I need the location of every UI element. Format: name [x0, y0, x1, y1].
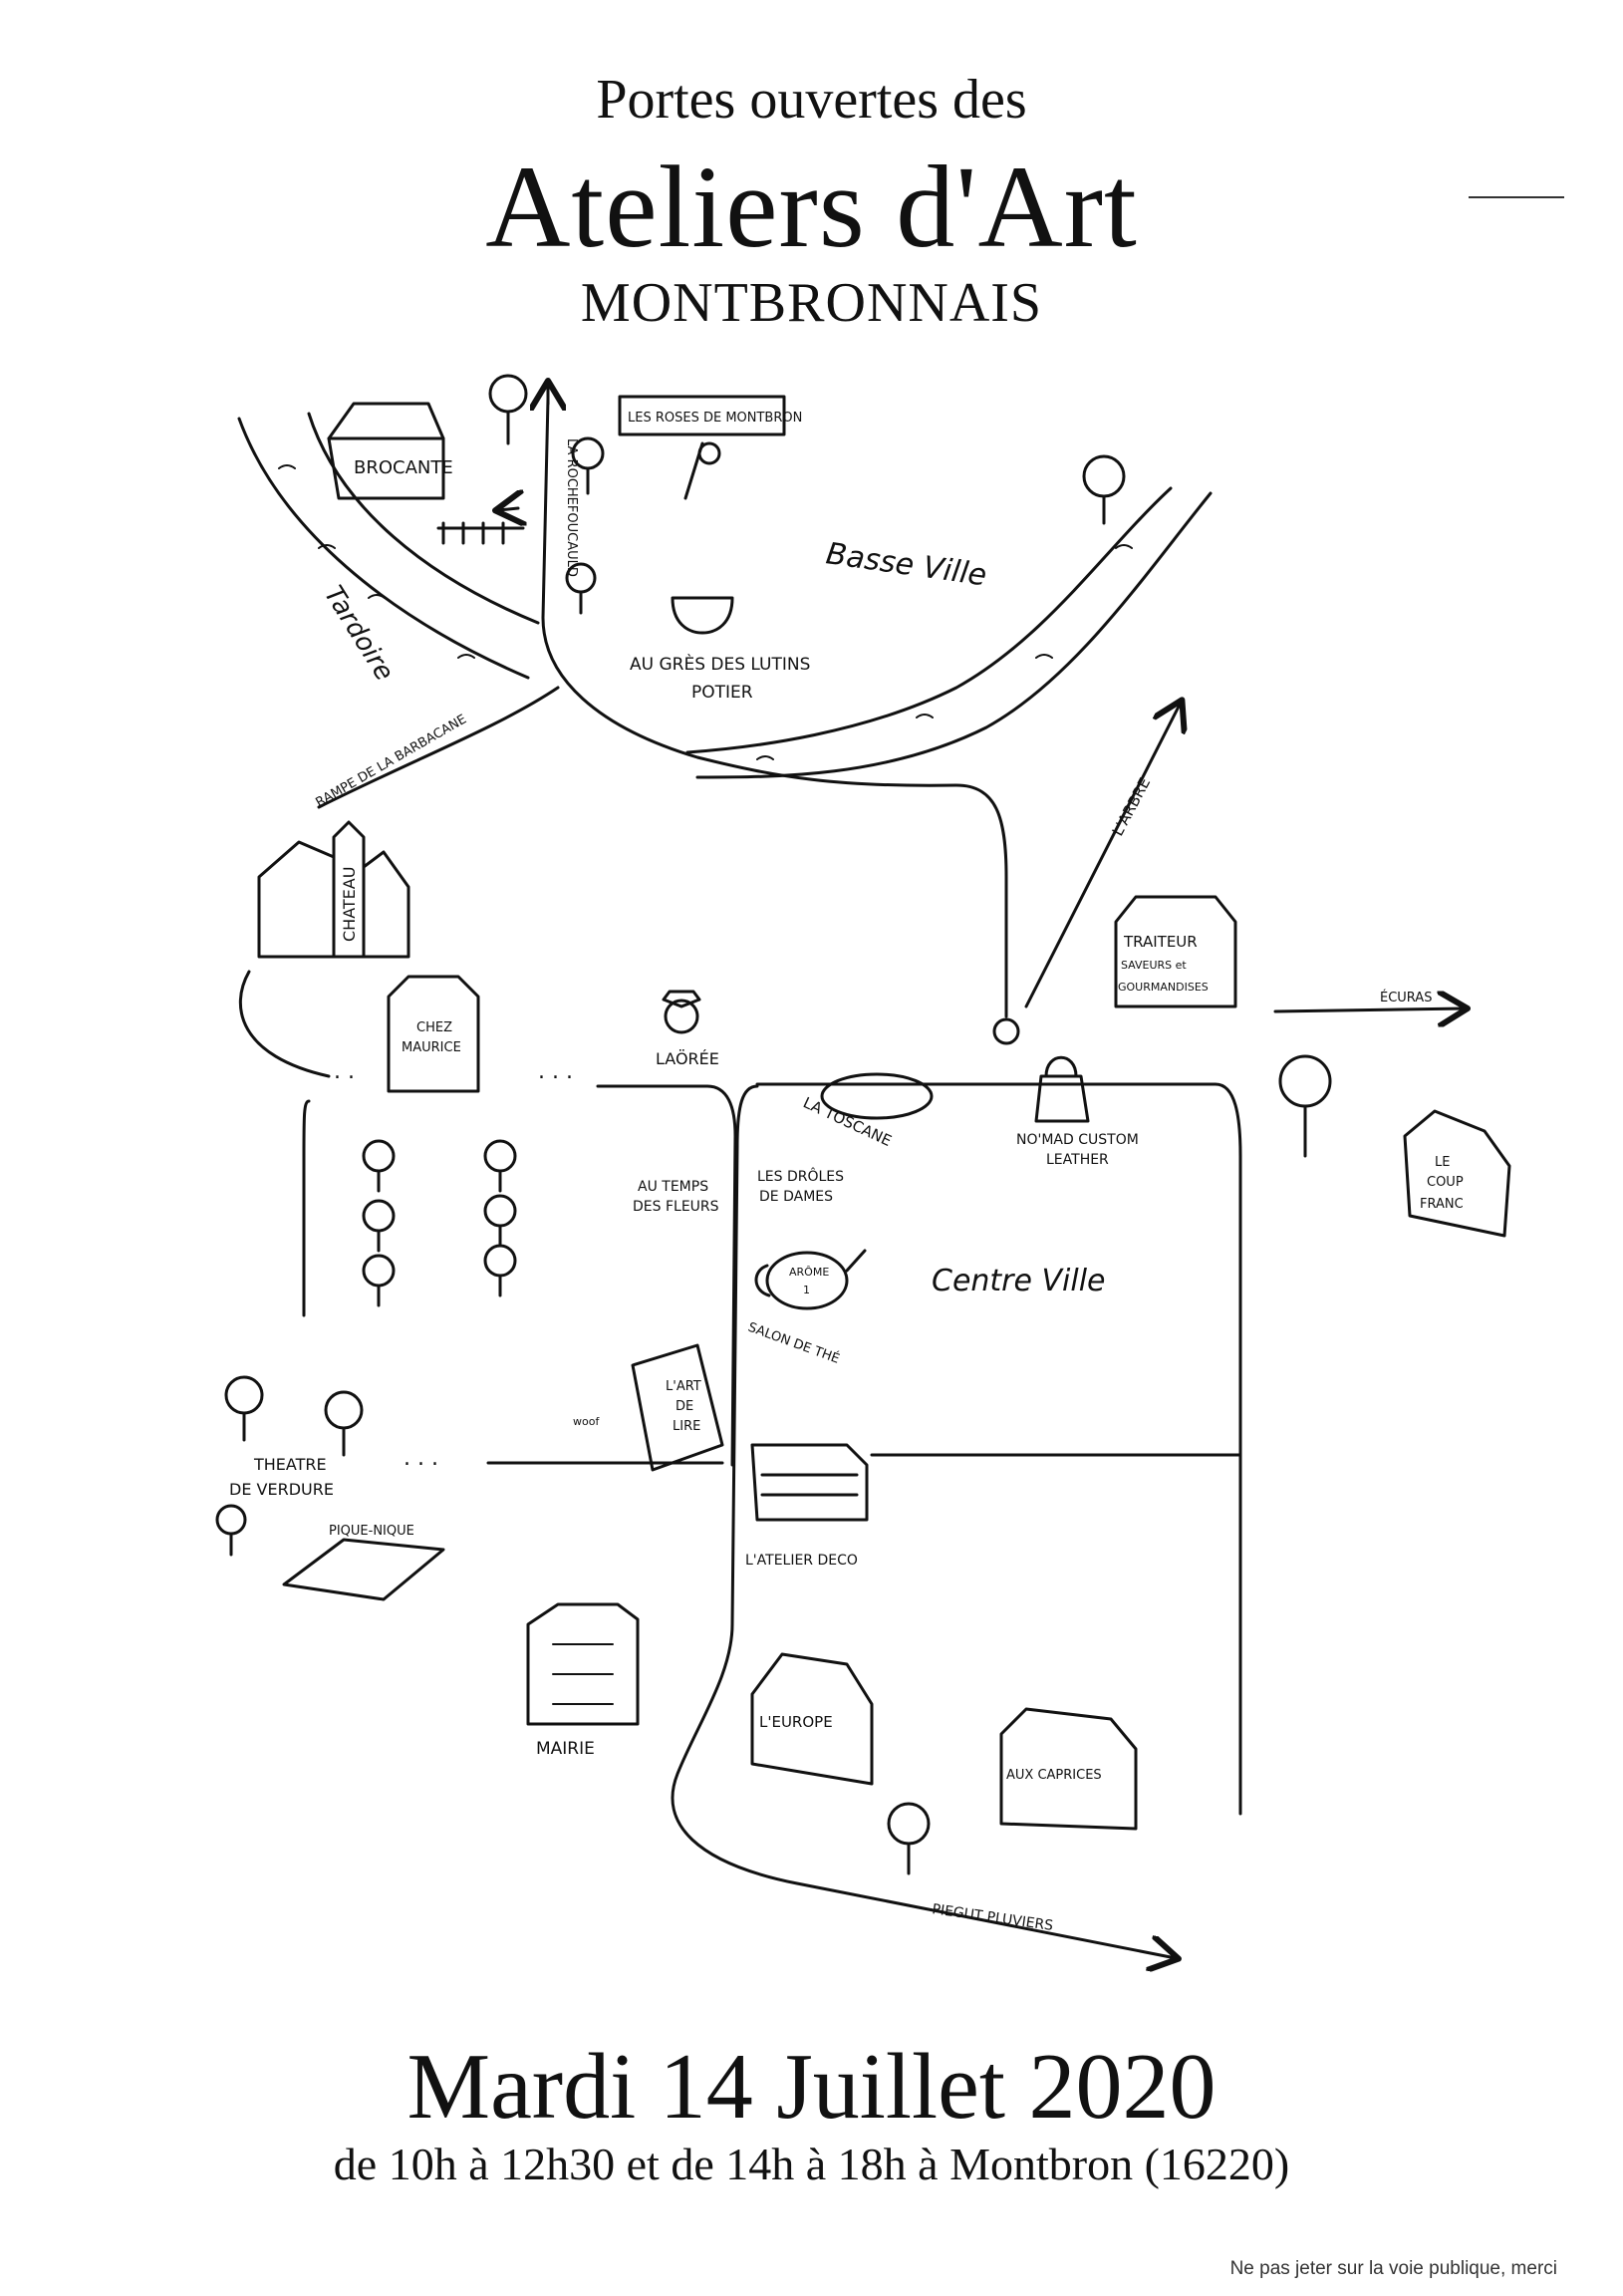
label-pique-nique: PIQUE-NIQUE — [329, 1524, 414, 1539]
event-hours: de 10h à 12h30 et de 14h à 18h à Montbro… — [333, 2139, 1290, 2189]
label-temps-fleurs-1: AU TEMPS — [638, 1179, 708, 1195]
teapot-icon: ARÔME 1 — [754, 1249, 867, 1310]
label-tardoire: Tardoire — [318, 581, 400, 687]
svg-text:1: 1 — [803, 1284, 810, 1296]
poster-pretitle: Portes ouvertes des — [596, 69, 1027, 131]
coup-franc-building: LE COUP FRANC — [1403, 1109, 1511, 1238]
tree-icons — [215, 374, 1332, 1875]
roads-top — [317, 384, 1465, 1045]
svg-text:COUP: COUP — [1427, 1175, 1464, 1190]
svg-text:TRAITEUR: TRAITEUR — [1123, 933, 1198, 951]
svg-text:MAURICE: MAURICE — [402, 1040, 461, 1055]
mairie-building — [526, 1602, 640, 1726]
poster-title: Ateliers d'Art — [485, 142, 1138, 272]
brocante-building: BROCANTE — [327, 402, 525, 545]
handbag-icon — [1034, 1055, 1090, 1123]
label-nomad-1: NO'MAD CUSTOM — [1016, 1132, 1139, 1148]
label-droles-1: LES DRÔLES — [757, 1167, 844, 1185]
label-salon-the: SALON DE THÉ — [746, 1319, 842, 1367]
label-nomad-2: LEATHER — [1046, 1152, 1109, 1168]
label-laoree: LAÖRÉE — [656, 1049, 719, 1068]
label-ecuras: ÉCURAS — [1380, 990, 1432, 1005]
label-gres-2: POTIER — [691, 683, 753, 703]
village-map: BROCANTE LES ROSES DE MONTBRON Basse Vil… — [215, 374, 1511, 1973]
label-gres-1: AU GRÈS DES LUTINS — [630, 653, 810, 675]
book-icon: L'ART DE LIRE — [631, 1343, 724, 1472]
label-la-rochefoucauld: LA ROCHEFOUCAULD — [564, 438, 579, 577]
label-droles-2: DE DAMES — [759, 1189, 833, 1205]
roses-sign: LES ROSES DE MONTBRON — [618, 395, 802, 500]
label-rampe: RAMPE DE LA BARBACANE — [314, 712, 470, 810]
event-date: Mardi 14 Juillet 2020 — [406, 2035, 1217, 2139]
svg-text:ARÔME: ARÔME — [789, 1266, 829, 1279]
river-right — [685, 486, 1213, 779]
decorative-line — [1469, 196, 1564, 198]
label-theatre-1: THEATRE — [253, 1455, 327, 1474]
pizza-icon — [820, 1072, 934, 1120]
label-brocante: BROCANTE — [354, 457, 453, 478]
footer-note: Ne pas jeter sur la voie publique, merci — [1229, 2258, 1557, 2279]
chez-maurice-building: CHEZ MAURICE — [387, 975, 480, 1093]
svg-text:. . .: . . . — [404, 1446, 438, 1471]
svg-text:GOURMANDISES: GOURMANDISES — [1118, 981, 1209, 994]
label-basse-ville: Basse Ville — [824, 536, 988, 593]
label-la-toscane: LA TOSCANE — [800, 1093, 894, 1150]
label-theatre-2: DE VERDURE — [229, 1480, 334, 1499]
poster-subtitle: MONTBRONNAIS — [580, 272, 1043, 334]
label-mairie: MAIRIE — [536, 1739, 595, 1759]
ring-icon — [662, 990, 701, 1034]
roads-center — [238, 970, 1242, 1958]
europe-building: L'EUROPE — [750, 1652, 874, 1786]
river-tardoire — [237, 412, 540, 680]
svg-text:LE: LE — [1435, 1155, 1450, 1170]
svg-text:SAVEURS et: SAVEURS et — [1121, 959, 1187, 972]
svg-text:LES ROSES DE MONTBRON: LES ROSES DE MONTBRON — [628, 411, 802, 426]
chateau-building: CHATEAU — [257, 820, 410, 959]
svg-text:CHEZ: CHEZ — [416, 1020, 452, 1035]
svg-text:CHATEAU: CHATEAU — [340, 867, 359, 942]
svg-text:LIRE: LIRE — [673, 1419, 700, 1434]
label-temps-fleurs-2: DES FLEURS — [633, 1199, 719, 1215]
dresser-icon — [750, 1443, 869, 1522]
aux-caprices-building: AUX CAPRICES — [999, 1707, 1138, 1831]
label-atelier-deco: L'ATELIER DECO — [745, 1553, 858, 1569]
svg-text:L'EUROPE: L'EUROPE — [759, 1713, 833, 1731]
label-piegut: PIEGUT PLUVIERS — [931, 1901, 1054, 1934]
label-woof: woof — [573, 1415, 600, 1428]
svg-text:FRANC: FRANC — [1420, 1197, 1464, 1212]
svg-text:. .: . . — [334, 1059, 355, 1084]
label-larbre: L'ARBRE — [1109, 774, 1155, 838]
svg-text:DE: DE — [676, 1399, 693, 1414]
svg-text:L'ART: L'ART — [666, 1379, 701, 1394]
traiteur-building: TRAITEUR SAVEURS et GOURMANDISES — [1114, 895, 1237, 1008]
svg-text:. . .: . . . — [538, 1059, 573, 1084]
picnic-blanket — [282, 1538, 445, 1601]
svg-text:AUX CAPRICES: AUX CAPRICES — [1006, 1768, 1102, 1783]
pottery-bowl-icon — [671, 596, 734, 635]
label-centre-ville: Centre Ville — [932, 1264, 1106, 1298]
